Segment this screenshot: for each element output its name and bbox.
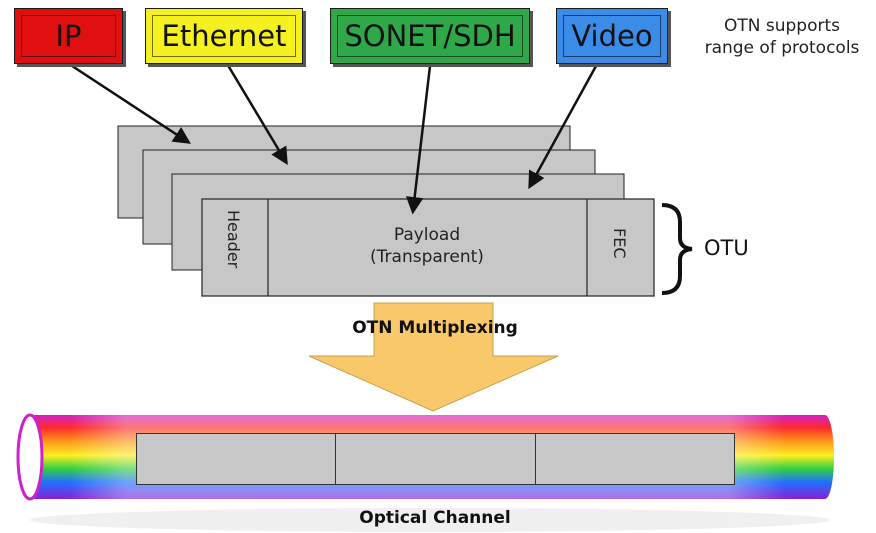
sonet-sdh-box: SONET/SDH [330,8,530,64]
header-label: Header [224,210,243,269]
payload-line-2: (Transparent) [370,247,484,267]
ip-label: IP [55,19,82,53]
sonet-arrow [405,65,432,215]
multiplexing-label: OTN Multiplexing [352,318,518,338]
otu-brace [661,203,693,295]
video-box: Video [556,8,668,64]
ethernet-arrow [224,61,288,166]
optical-channel-label: Optical Channel [359,508,511,528]
ethernet-label: Ethernet [161,19,287,53]
ethernet-box: Ethernet [145,8,303,64]
multiplexing-arrow [308,302,559,412]
channel-slot-3 [535,433,735,485]
pipe-left-end [16,413,44,501]
ip-box: IP [14,8,123,64]
video-box-inner: Video [563,15,661,57]
video-label: Video [571,19,653,53]
note-line-1: OTN supports [723,16,840,36]
ethernet-box-inner: Ethernet [152,15,296,57]
fec-label: FEC [610,228,629,259]
video-arrow [528,65,598,190]
sonet-sdh-box-inner: SONET/SDH [337,15,523,57]
sonet-sdh-label: SONET/SDH [344,19,516,53]
channel-slot-1 [136,433,336,485]
protocol-support-note: OTN supports range of protocols [692,15,872,59]
channel-slot-2 [335,433,536,485]
ip-box-inner: IP [21,15,116,57]
otu-frame [201,198,655,297]
payload-label: Payload (Transparent) [268,224,586,268]
otu-label: OTU [704,236,749,260]
pipe-shadow [30,508,830,532]
payload-line-1: Payload [393,225,461,245]
ip-arrow [65,60,191,144]
note-line-2: range of protocols [704,38,860,58]
pipe-right-end [816,415,834,499]
